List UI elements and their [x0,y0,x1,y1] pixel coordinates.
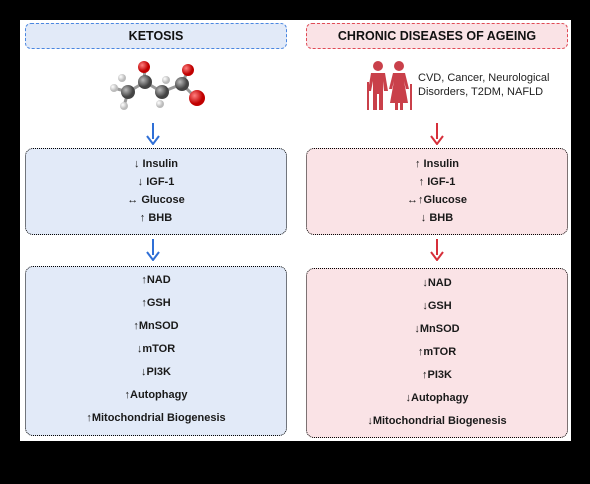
ageing-pathway-item: ↑mTOR [417,346,457,358]
diseases-line-1: CVD, Cancer, Neurological [418,72,550,84]
ageing-hormone-item: ↑ Insulin [415,158,459,170]
red-down-arrow-2 [430,239,444,261]
ageing-pathway-item: ↑PI3K [422,369,452,381]
elderly-couple-icon [367,61,412,110]
ageing-header: CHRONIC DISEASES OF AGEING [306,23,568,49]
ketosis-pathway-item: ↑Mitochondrial Biogenesis [86,412,226,424]
red-down-arrow-1 [430,123,444,145]
diseases-line-2: Disorders, T2DM, NAFLD [418,86,544,98]
ageing-pathway-item: ↓Mitochondrial Biogenesis [367,415,507,427]
ageing-pathway-item: ↓GSH [422,300,452,312]
ageing-hormone-item: ↑ IGF-1 [418,176,456,188]
ketosis-hormone-box: ↓ Insulin ↓ IGF-1 ↔ Glucose ↑ BHB [25,148,287,235]
ageing-pathway-box: ↓NAD ↓GSH ↓MnSOD ↑mTOR ↑PI3K ↓Autophagy … [306,268,568,438]
ageing-hormone-item: ↔↑Glucose [407,194,467,206]
ageing-pathway-item: ↓NAD [422,277,452,289]
ketosis-pathway-item: ↑NAD [141,274,171,286]
blue-down-arrow-2 [146,239,160,261]
ketosis-hormone-item: ↓ IGF-1 [137,176,175,188]
ketosis-header: KETOSIS [25,23,287,49]
ketosis-pathway-item: ↓mTOR [136,343,176,355]
ageing-title: CHRONIC DISEASES OF AGEING [337,29,537,43]
ageing-hormone-item: ↓ BHB [420,212,454,224]
ketosis-pathway-item: ↑GSH [141,297,171,309]
ketosis-title: KETOSIS [128,29,184,43]
diagram-canvas: KETOSIS CHRONIC DISEASES OF AGEING [20,20,571,441]
ketosis-hormone-item: ↓ Insulin [134,158,178,170]
ketosis-hormone-item: ↔ Glucose [127,194,185,206]
ageing-pathway-item: ↓MnSOD [414,323,460,335]
ketosis-pathway-item: ↑MnSOD [133,320,179,332]
blue-down-arrow-1 [146,123,160,145]
diseases-list: CVD, Cancer, Neurological Disorders, T2D… [418,71,549,99]
bhb-molecule-icon [110,61,205,110]
ketosis-pathway-item: ↑Autophagy [124,389,188,401]
ketosis-pathway-box: ↑NAD ↑GSH ↑MnSOD ↓mTOR ↓PI3K ↑Autophagy … [25,266,287,436]
ageing-hormone-box: ↑ Insulin ↑ IGF-1 ↔↑Glucose ↓ BHB [306,148,568,235]
ketosis-pathway-item: ↓PI3K [141,366,171,378]
ketosis-hormone-item: ↑ BHB [139,212,173,224]
ageing-pathway-item: ↓Autophagy [405,392,469,404]
